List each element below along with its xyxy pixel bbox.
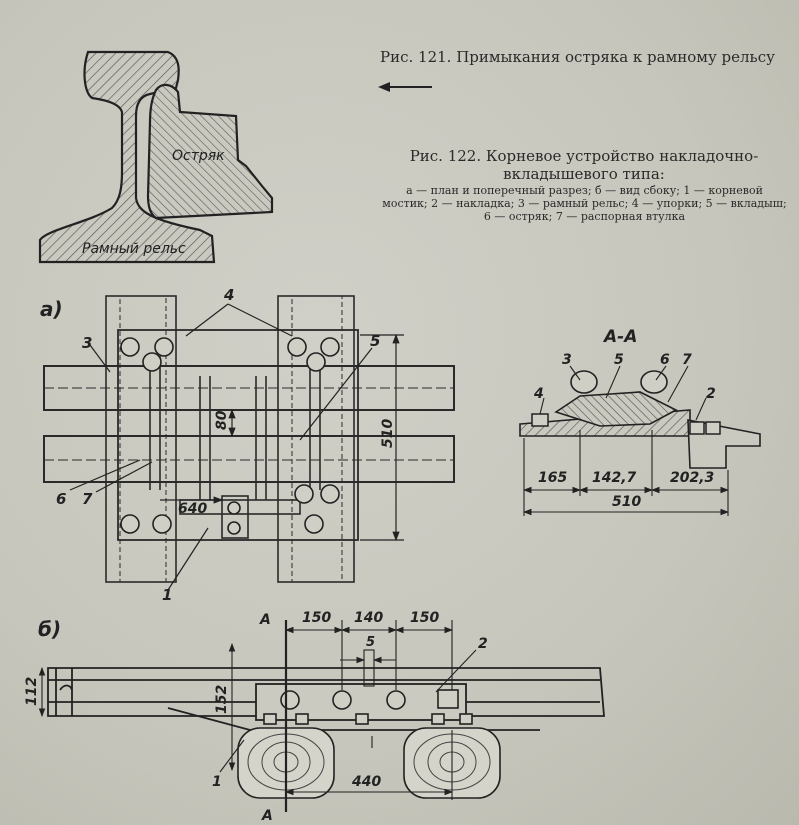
- section-callout-2: 2: [706, 386, 716, 402]
- dim-150-left: 150: [302, 610, 331, 626]
- callout-1-side: 1: [212, 774, 222, 790]
- fig122a-plan: [43, 295, 455, 583]
- dim-510-section: 510: [612, 494, 641, 510]
- dim-152: 152: [214, 685, 230, 714]
- dim-165: 165: [538, 470, 567, 486]
- callout-6: 6: [56, 490, 66, 508]
- fig121-caption: Рис. 121. Примыкания остряка к рамному р…: [380, 48, 775, 66]
- stock-rail-section: [38, 50, 216, 264]
- stock-rail-label: Рамный рельс: [82, 241, 186, 257]
- dim-440: 440: [351, 774, 381, 790]
- dim-5: 5: [366, 635, 375, 650]
- callout-7: 7: [82, 490, 93, 508]
- callout-2-side: 2: [478, 636, 488, 652]
- section-aa: А-А: [519, 327, 761, 516]
- callout-1: 1: [162, 586, 172, 604]
- section-callout-5: 5: [614, 352, 624, 368]
- dim-80: 80: [214, 410, 230, 430]
- fig122-caption-title: Рис. 122. Корневое устройство накладочно…: [409, 147, 759, 183]
- fig121-drawing: Остряк Рамный рельс: [38, 50, 274, 264]
- switch-rail-label: Остряк: [172, 148, 225, 164]
- section-callout-6: 6: [660, 352, 670, 368]
- left-arrow-icon: [378, 82, 432, 92]
- panel-a-label: а): [40, 297, 63, 321]
- section-mark-a-bottom: А: [261, 808, 273, 824]
- switch-rail-section: [146, 83, 274, 220]
- callout-3: 3: [82, 334, 92, 352]
- dim-142-7: 142,7: [592, 470, 637, 486]
- dim-150-right: 150: [410, 610, 439, 626]
- dim-510: 510: [380, 419, 396, 448]
- fig122a-bolts: [120, 337, 340, 535]
- fig122a-labels: а) 4 3 5 6 7 1 80 510 640: [40, 286, 396, 604]
- section-aa-label: А-А: [602, 327, 637, 347]
- section-callout-4: 4: [533, 386, 544, 402]
- callout-4: 4: [223, 286, 234, 304]
- fig122-caption-legend: а — план и поперечный разрез; б — вид сб…: [382, 184, 787, 223]
- section-callout-7: 7: [682, 352, 692, 368]
- fig122b-side: б): [24, 610, 605, 824]
- callout-5: 5: [370, 332, 380, 350]
- fig122a-dims: [69, 303, 404, 591]
- panel-b-label: б): [38, 617, 61, 641]
- dim-640: 640: [178, 501, 207, 517]
- section-mark-a-top: А: [259, 612, 271, 628]
- dim-140: 140: [354, 610, 383, 626]
- dim-202-3: 202,3: [670, 470, 714, 486]
- section-callout-3: 3: [562, 352, 572, 368]
- dim-112: 112: [24, 677, 40, 706]
